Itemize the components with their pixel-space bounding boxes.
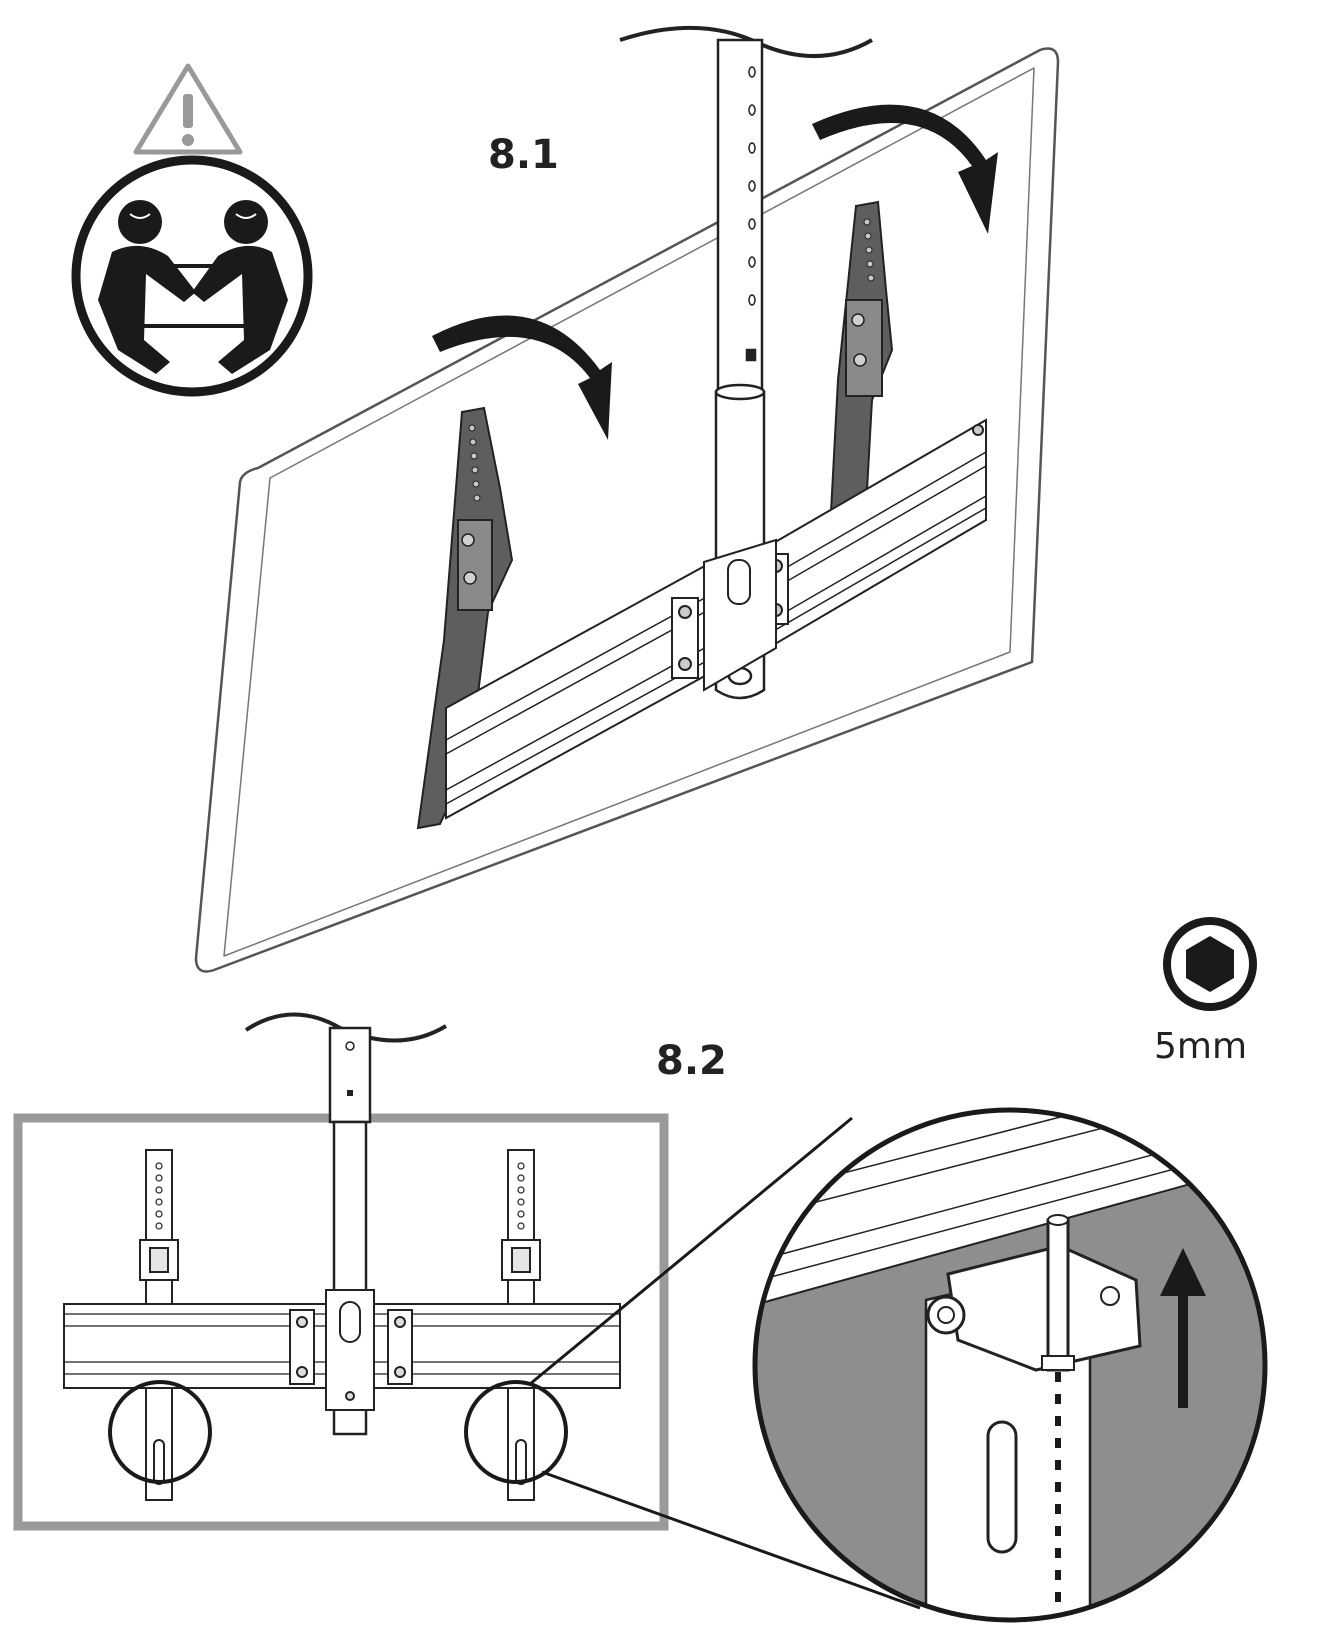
step-label-8-2: 8.2 [656,1038,727,1084]
step-label-8-1: 8.1 [488,132,559,178]
highlight-circle-left [108,1380,212,1484]
rotate-arrow-right [812,104,998,234]
center-clamp-plate [703,538,777,692]
zoom-callout-lines [529,1116,921,1610]
step-8-1-illustration: 8.1 [194,25,1060,973]
up-arrow [1160,1248,1206,1408]
left-horizontal-rail [445,560,713,820]
hex-key-icon [1163,917,1257,1011]
zoom-detail-circle [752,1107,1268,1623]
tv-panel [194,47,1060,973]
two-person-lift-icon [71,155,313,397]
front-horizontal-rail [63,1289,621,1411]
step-8-2-illustration: 8.2 [13,1012,1268,1623]
tool-size-label: 5mm [1154,1026,1247,1067]
warning-triangle-icon [133,63,243,155]
rotate-arrow-left [432,315,612,440]
highlight-circle-right [464,1380,568,1484]
left-vertical-bracket [416,406,514,830]
